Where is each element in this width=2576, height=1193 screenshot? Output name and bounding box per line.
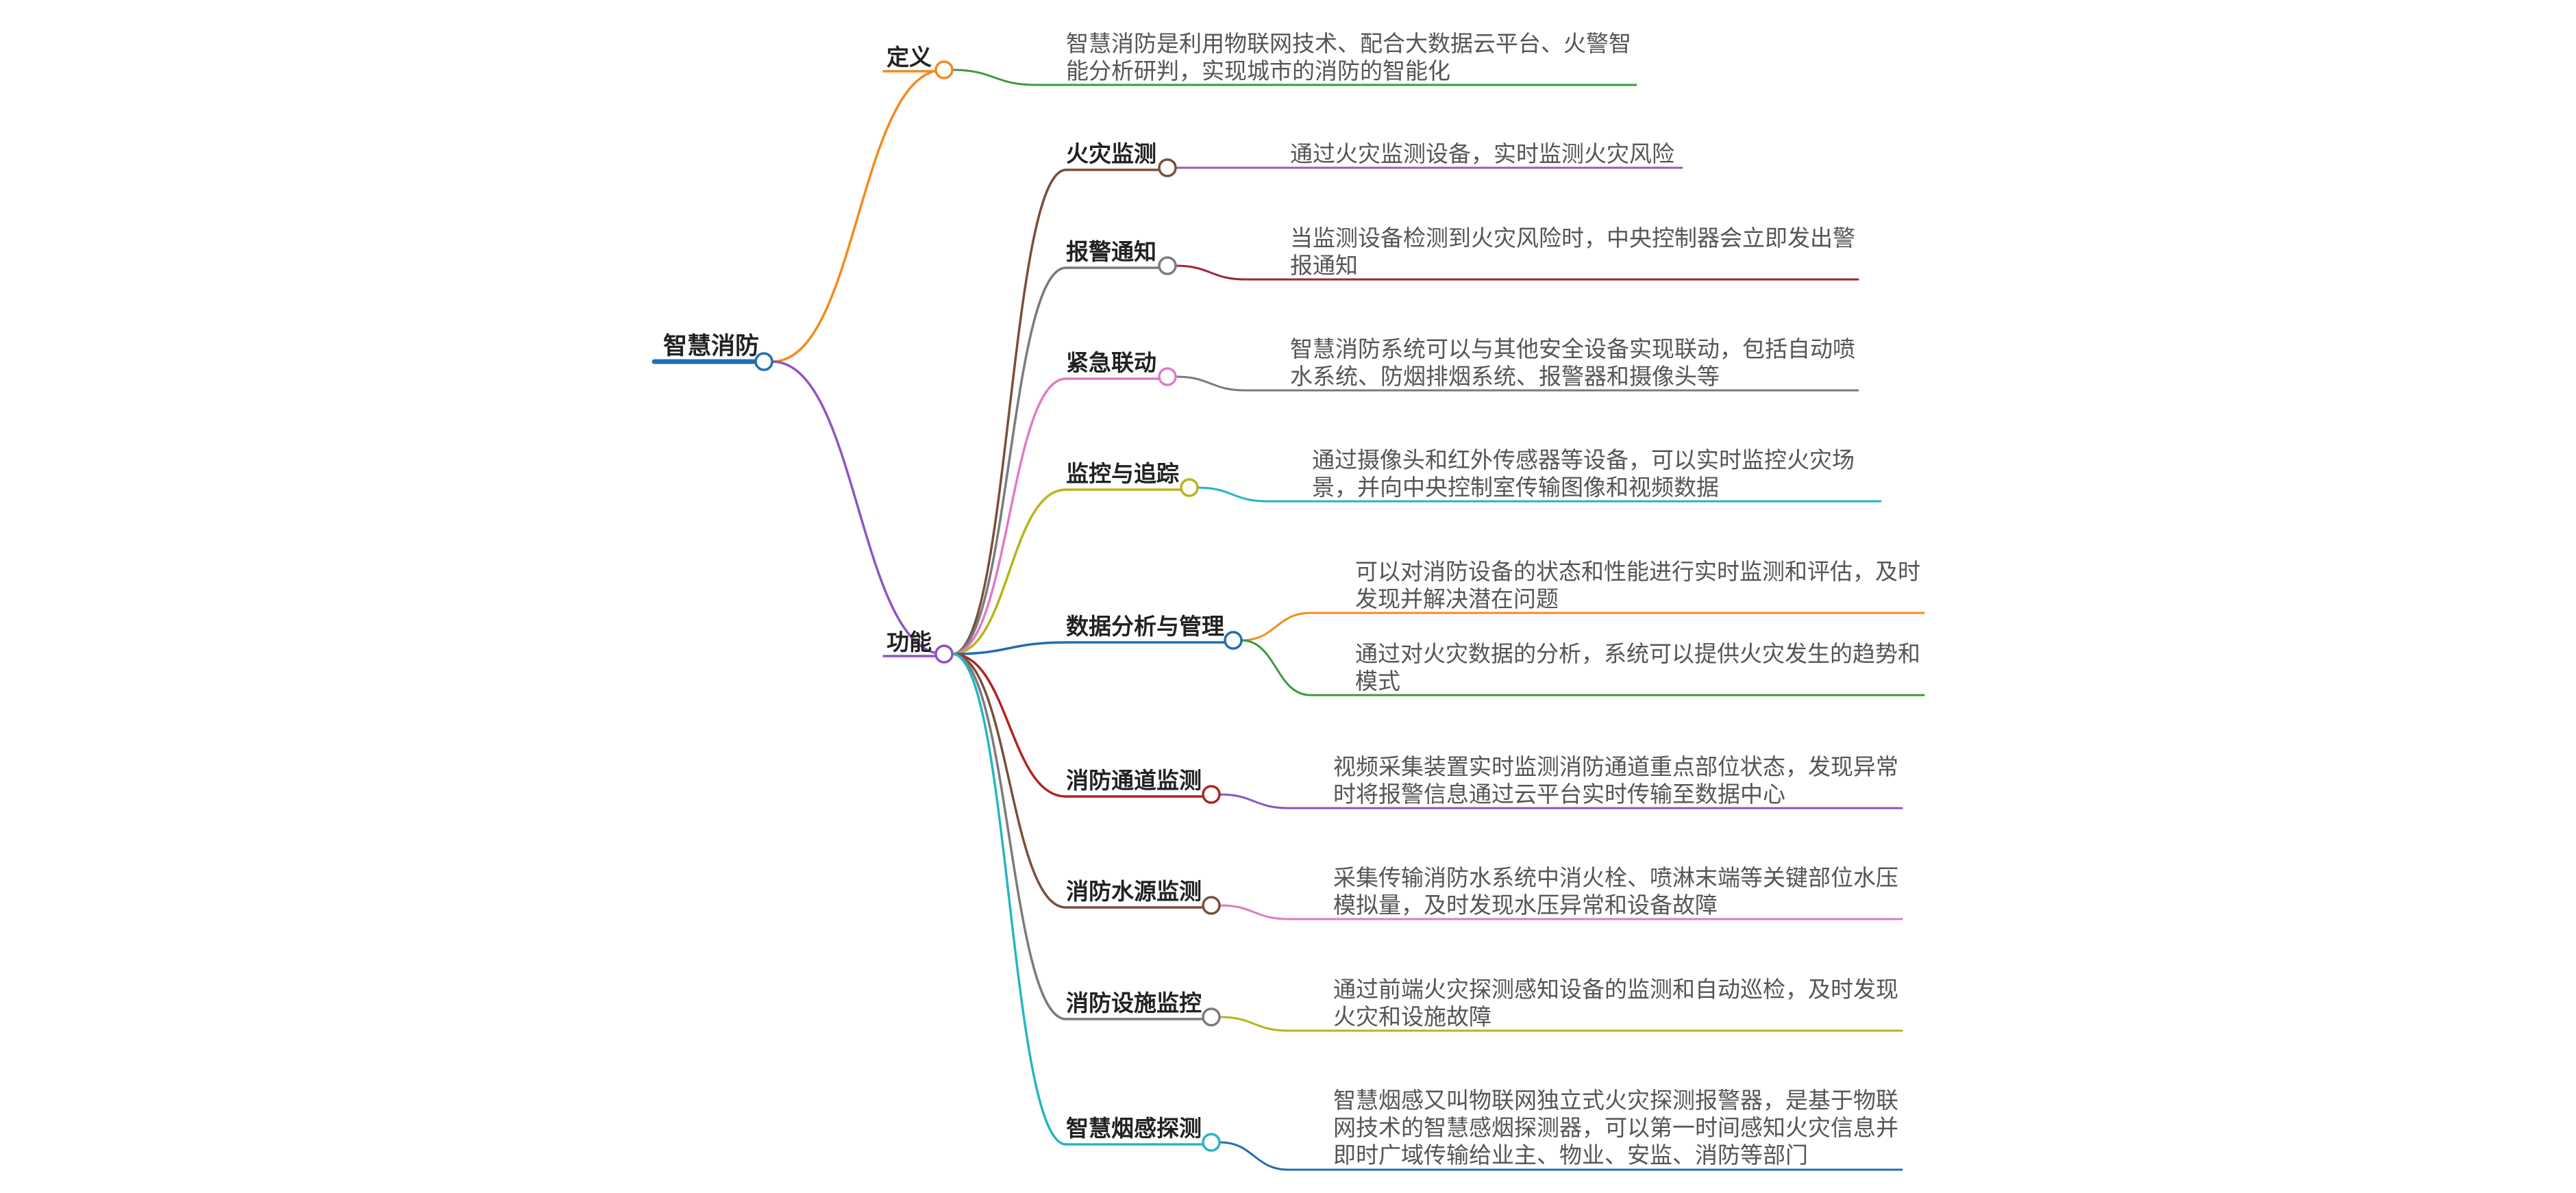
- function-item-4-node[interactable]: [1180, 478, 1199, 497]
- function-item-8-node[interactable]: [1202, 1007, 1221, 1027]
- function-item-2-label: 报警通知: [1066, 238, 1156, 265]
- function-item-8-leaf-1-link: [1218, 1016, 1290, 1032]
- function-label: 功能: [887, 629, 932, 655]
- function-item-7-link: [951, 653, 1067, 909]
- root-label: 智慧消防: [663, 333, 760, 360]
- function-item-8-link: [951, 653, 1067, 1020]
- function-item-2-leaf-1-text: 报通知: [1290, 252, 1358, 279]
- function-item-2-leaf-1-link: [1174, 264, 1247, 281]
- function-item-1-leaf-1-text: 通过火灾监测设备，实时监测火灾风险: [1290, 140, 1674, 167]
- function-item-5-leaf-2-text: 模式: [1355, 668, 1400, 694]
- function-item-5-leaf-2-link: [1240, 639, 1312, 696]
- function-item-9-leaf-1-text: 智慧烟感又叫物联网独立式火灾探测报警器，是基于物联: [1333, 1087, 1898, 1114]
- function-item-6-link: [951, 653, 1067, 798]
- function-item-5-leaf-1-text: 可以对消防设备的状态和性能进行实时监测和评估，及时: [1355, 558, 1920, 585]
- function-item-7-node[interactable]: [1202, 896, 1221, 915]
- function-item-6-label: 消防通道监测: [1066, 767, 1202, 794]
- function-item-6-leaf-1-text: 视频采集装置实时监测消防通道重点部位状态，发现异常: [1333, 753, 1898, 780]
- function-item-1-node[interactable]: [1158, 158, 1177, 177]
- function-item-6-leaf-1-link: [1218, 793, 1290, 809]
- definition-label: 定义: [887, 44, 932, 71]
- function-item-2-node[interactable]: [1158, 256, 1177, 275]
- function-item-7-label: 消防水源监测: [1066, 878, 1202, 905]
- function-item-9-node[interactable]: [1202, 1133, 1221, 1152]
- function-item-5-node[interactable]: [1224, 631, 1243, 650]
- function-item-9-link: [951, 653, 1067, 1146]
- root-node[interactable]: [754, 352, 773, 371]
- function-item-1-label: 火灾监测: [1066, 140, 1156, 167]
- function-item-5-leaf-2-text: 通过对火灾数据的分析，系统可以提供火灾发生的趋势和: [1355, 640, 1920, 667]
- function-item-8-leaf-1-text: 火灾和设施故障: [1333, 1003, 1491, 1030]
- function-item-8-label: 消防设施监控: [1066, 990, 1202, 1016]
- function-item-7-leaf-1-link: [1218, 904, 1290, 920]
- function-item-9-leaf-1-text: 即时广域传输给业主、物业、安监、消防等部门: [1333, 1142, 1808, 1168]
- function-item-5-link: [951, 641, 1067, 655]
- definition-branch-link: [771, 68, 945, 363]
- function-item-4-label: 监控与追踪: [1066, 460, 1179, 487]
- function-item-7-leaf-1-text: 模拟量，及时发现水压异常和设备故障: [1333, 892, 1718, 918]
- function-item-5-leaf-1-link: [1240, 612, 1312, 642]
- function-item-8-leaf-1-text: 通过前端火灾探测感知设备的监测和自动巡检，及时发现: [1333, 976, 1898, 1003]
- function-item-9-leaf-1-link: [1218, 1141, 1290, 1171]
- function-item-3-label: 紧急联动: [1066, 349, 1156, 376]
- definition-node[interactable]: [934, 60, 954, 79]
- function-item-5-leaf-1-text: 发现并解决潜在问题: [1355, 586, 1559, 612]
- function-item-3-leaf-1-link: [1174, 375, 1247, 392]
- function-item-4-leaf-1-link: [1196, 486, 1269, 503]
- function-item-3-leaf-1-text: 水系统、防烟排烟系统、报警器和摄像头等: [1290, 363, 1720, 390]
- function-item-4-link: [951, 488, 1067, 655]
- function-item-7-leaf-1-text: 采集传输消防水系统中消火栓、喷淋末端等关键部位水压: [1333, 864, 1898, 891]
- function-item-4-leaf-1-text: 通过摄像头和红外传感器等设备，可以实时监控火灾场: [1312, 447, 1855, 473]
- definition-text: 智慧消防是利用物联网技术、配合大数据云平台、火警智: [1066, 30, 1631, 57]
- function-item-2-leaf-1-text: 当监测设备检测到火灾风险时，中央控制器会立即发出警: [1290, 225, 1855, 251]
- function-item-1-link: [951, 168, 1067, 655]
- definition-leaf-link: [951, 68, 1037, 86]
- function-item-4-leaf-1-text: 景，并向中央控制室传输图像和视频数据: [1312, 474, 1719, 501]
- function-branch-link: [771, 360, 945, 655]
- definition-text: 能分析研判，实现城市的消防的智能化: [1066, 58, 1450, 84]
- function-item-5-label: 数据分析与管理: [1066, 613, 1224, 640]
- function-item-3-leaf-1-text: 智慧消防系统可以与其他安全设备实现联动，包括自动喷: [1290, 336, 1855, 362]
- function-node-top[interactable]: [934, 644, 954, 664]
- function-item-9-leaf-1-text: 网技术的智慧感烟探测器，可以第一时间感知火灾信息并: [1333, 1114, 1898, 1141]
- function-item-6-leaf-1-text: 时将报警信息通过云平台实时传输至数据中心: [1333, 781, 1785, 807]
- function-item-6-node[interactable]: [1202, 785, 1221, 804]
- function-item-3-link: [951, 377, 1067, 655]
- function-item-3-node[interactable]: [1158, 367, 1177, 386]
- function-item-9-label: 智慧烟感探测: [1066, 1115, 1202, 1142]
- function-item-2-link: [951, 266, 1067, 655]
